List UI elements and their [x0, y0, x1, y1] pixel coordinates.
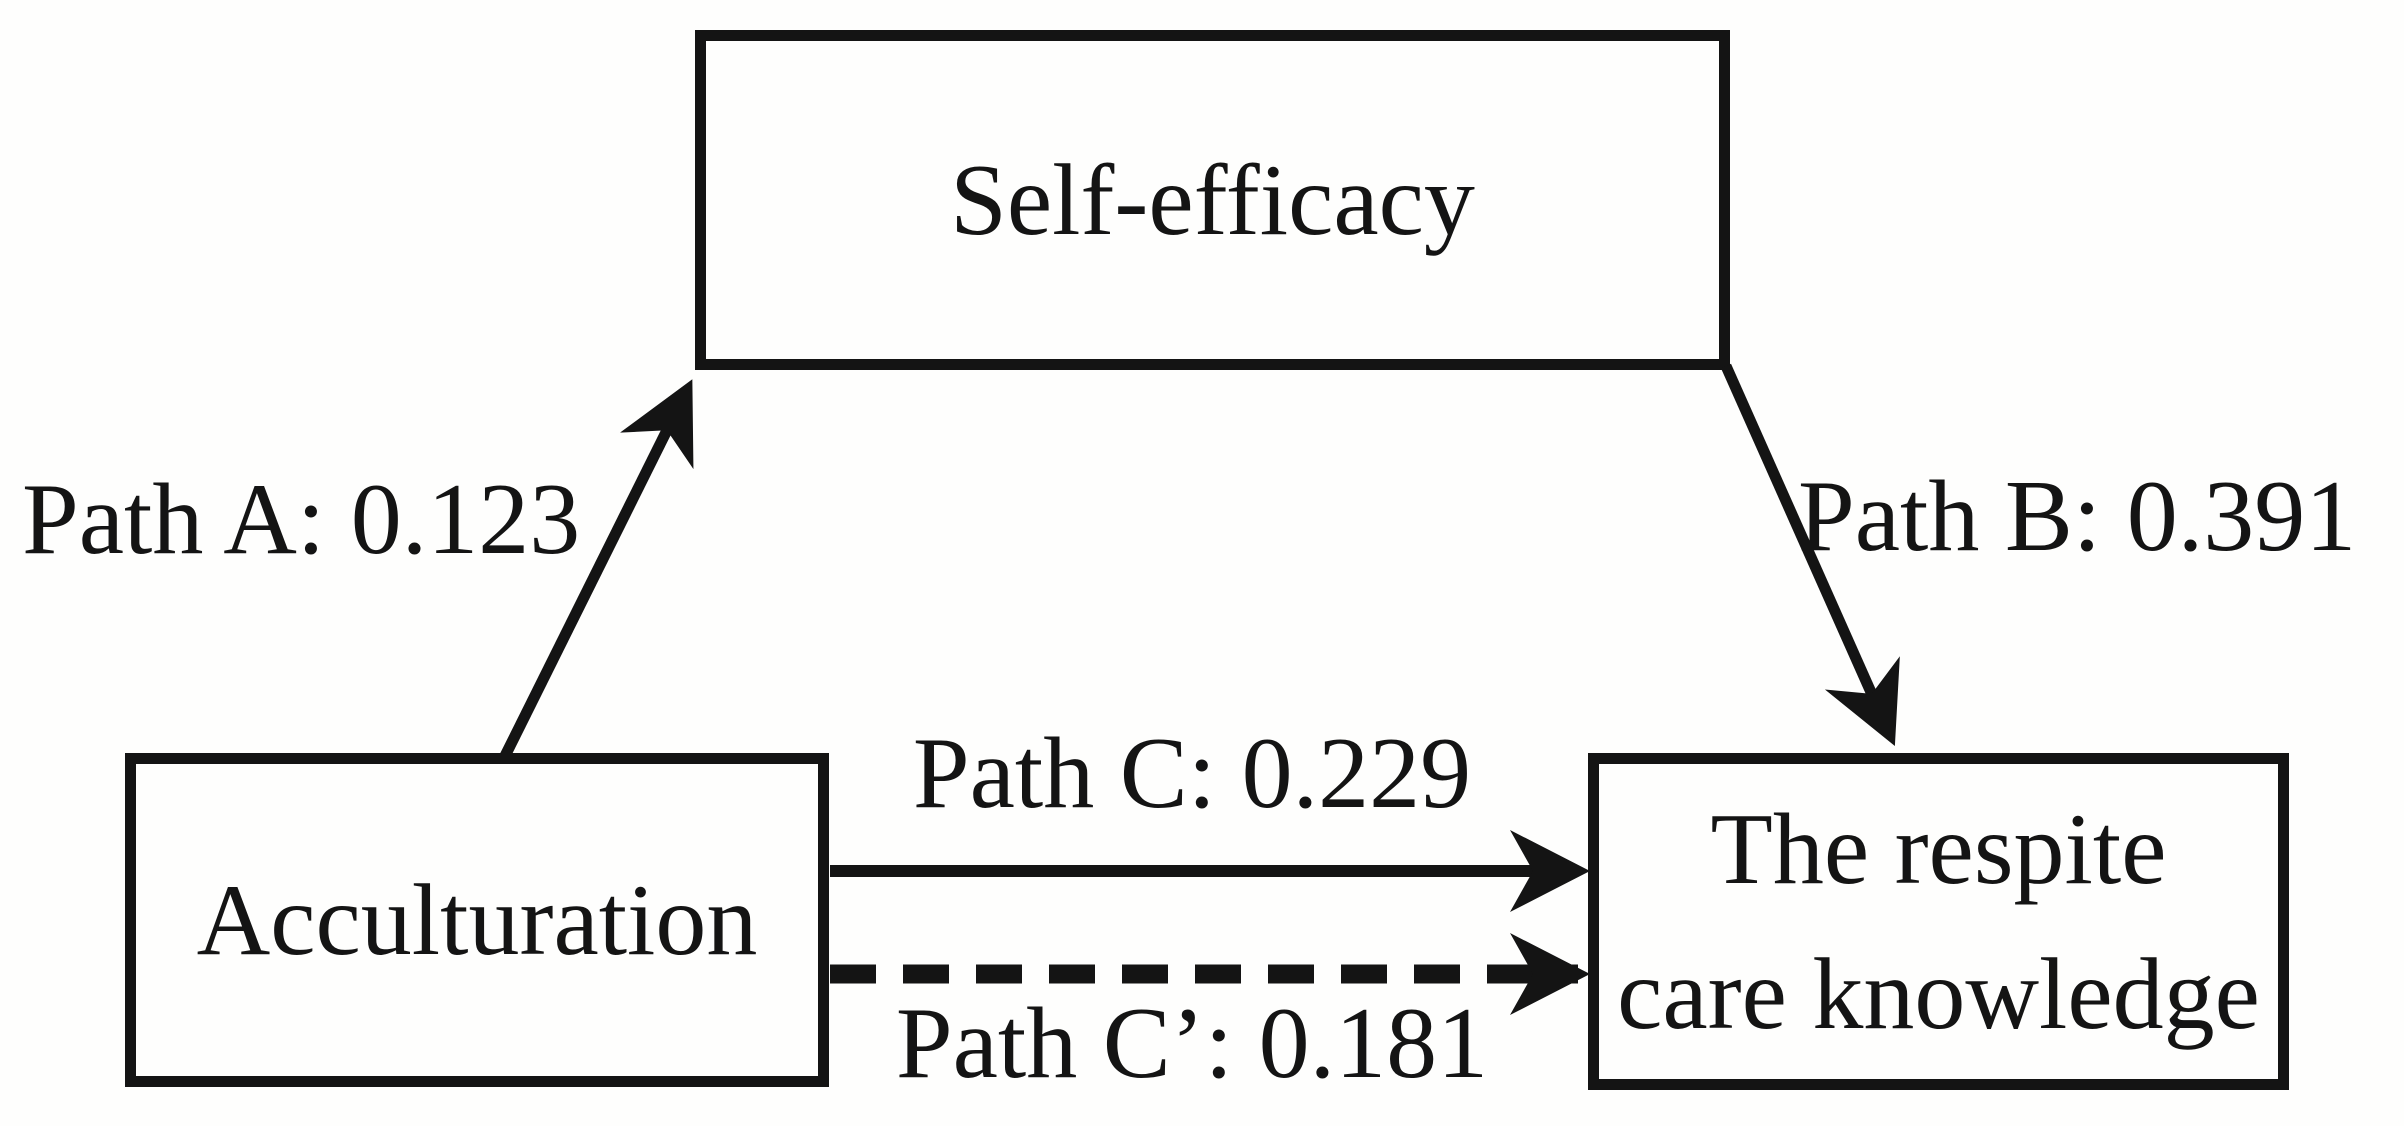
node-self-efficacy-label: Self-efficacy	[950, 143, 1475, 257]
path-b-label: Path B: 0.391	[1798, 460, 2357, 573]
node-respite-care-knowledge-label: The respite care knowledge	[1617, 777, 2260, 1067]
node-respite-care-knowledge: The respite care knowledge	[1588, 753, 2289, 1090]
node-acculturation-label: Acculturation	[196, 863, 758, 977]
node-respite-care-knowledge-line1: The respite	[1710, 792, 2167, 906]
path-c-prime-label: Path C’: 0.181	[895, 987, 1489, 1100]
node-self-efficacy: Self-efficacy	[695, 30, 1730, 370]
path-c-label: Path C: 0.229	[912, 717, 1472, 830]
path-a-label: Path A: 0.123	[22, 463, 581, 576]
node-respite-care-knowledge-line2: care knowledge	[1617, 937, 2260, 1051]
node-acculturation: Acculturation	[125, 753, 829, 1087]
